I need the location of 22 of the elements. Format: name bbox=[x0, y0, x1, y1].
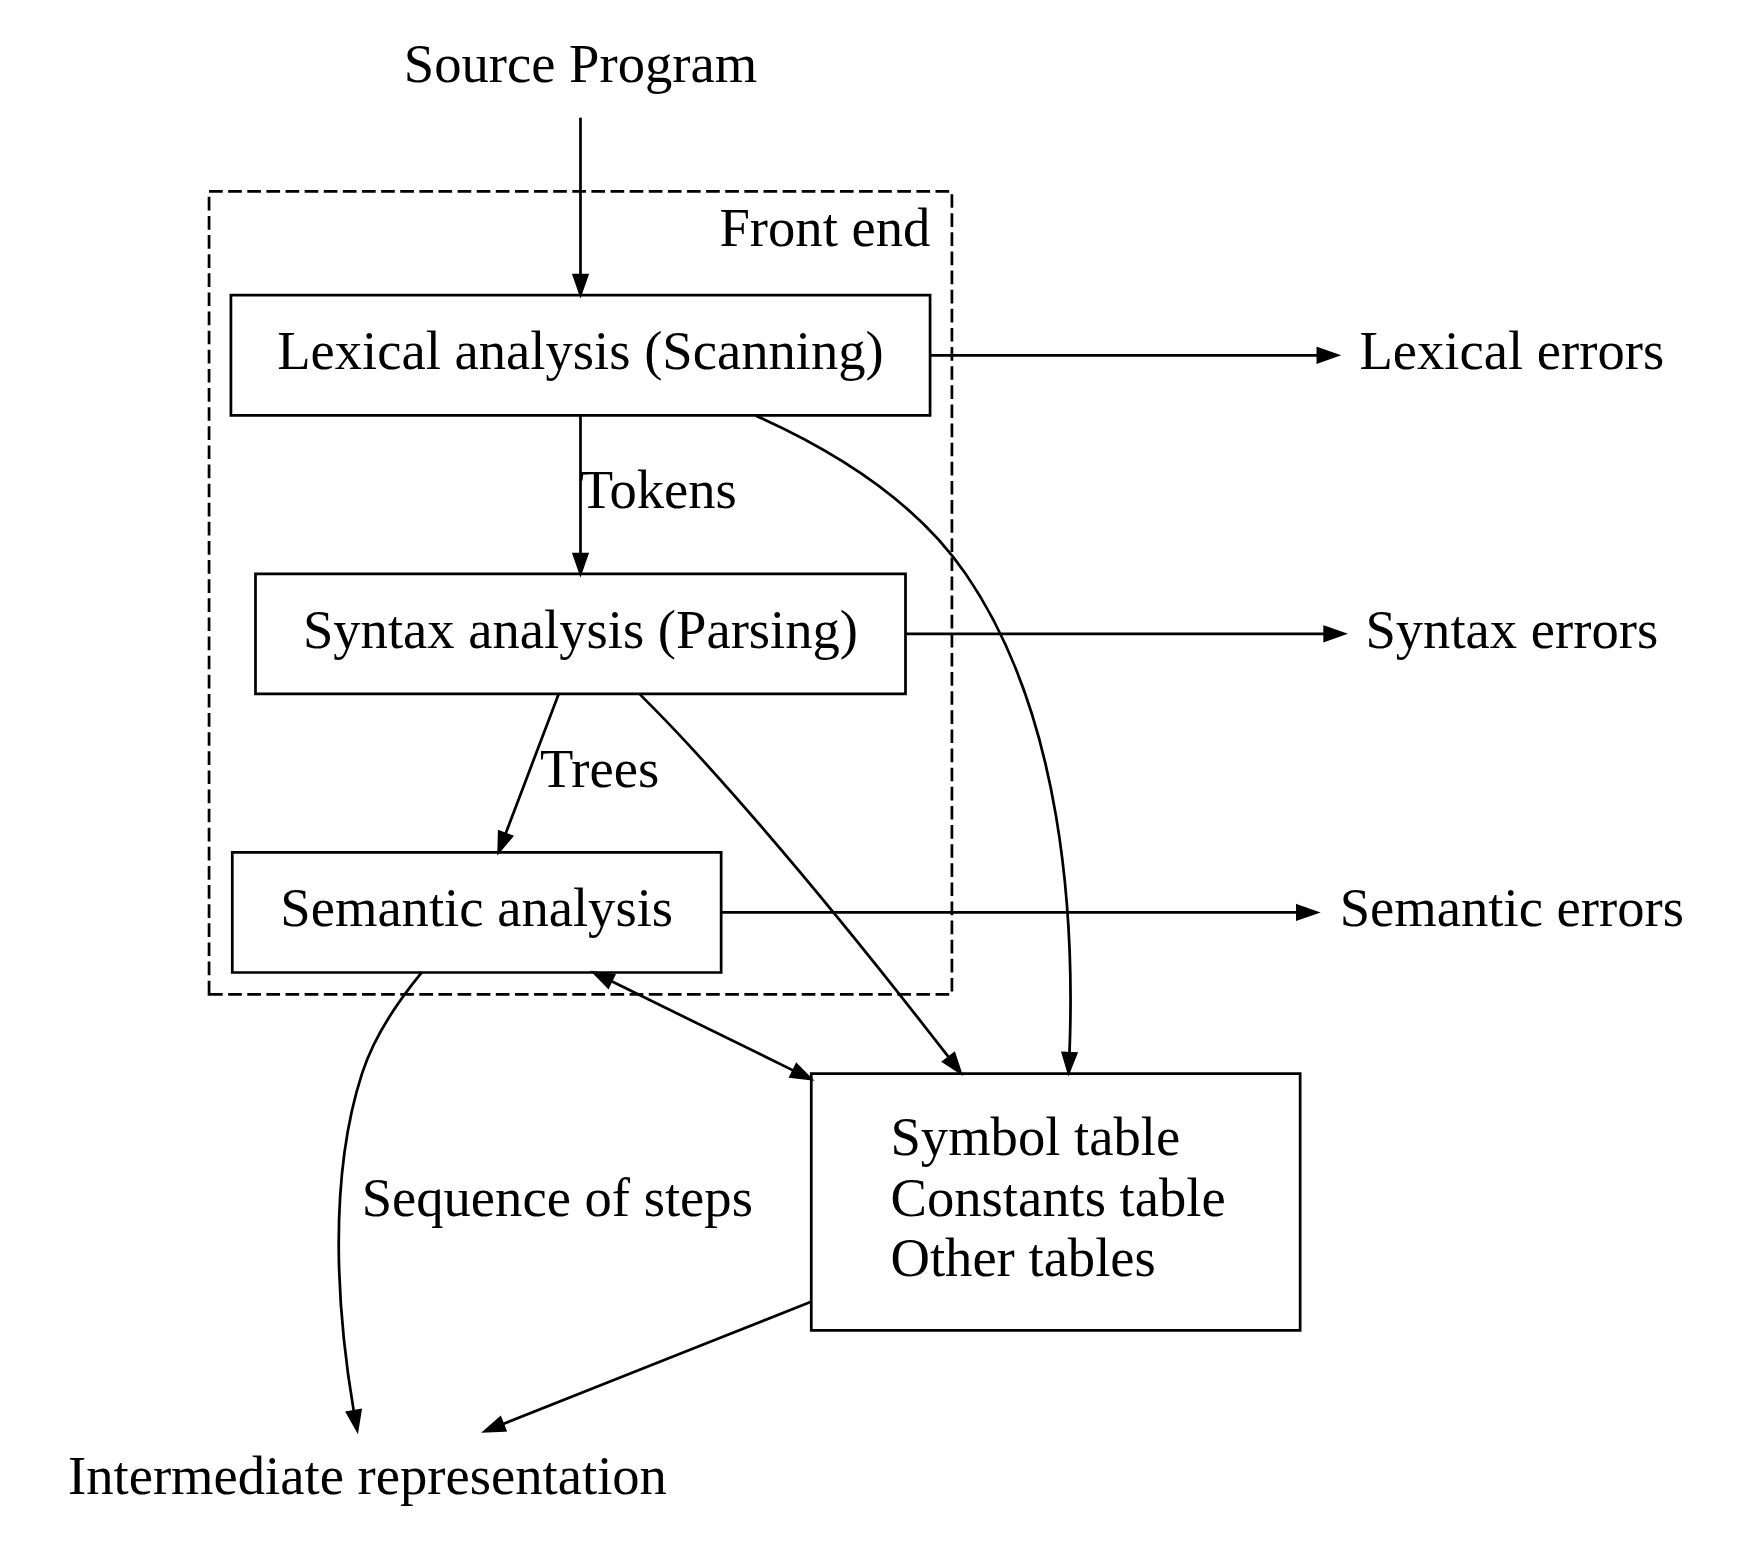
arrow bbox=[571, 117, 590, 299]
arrow bbox=[497, 694, 560, 856]
arrow bbox=[481, 1300, 812, 1433]
arrow bbox=[571, 415, 590, 578]
arrow bbox=[906, 625, 1348, 643]
edge-label: Sequence of steps bbox=[361, 1166, 753, 1228]
node-box: Syntax analysis (Parsing) bbox=[254, 572, 907, 696]
node-text: Lexical errors bbox=[1359, 319, 1665, 381]
arrow bbox=[590, 970, 815, 1081]
edge-label: Trees bbox=[539, 737, 660, 799]
node-text: Source Program bbox=[403, 33, 758, 95]
arrow bbox=[639, 693, 964, 1076]
arrow bbox=[755, 414, 1079, 1077]
arrow bbox=[337, 971, 423, 1435]
node-text: Semantic errors bbox=[1339, 877, 1684, 939]
node-box: Symbol table Constants table Other tables bbox=[809, 1072, 1302, 1332]
node-box: Semantic analysis bbox=[230, 850, 723, 974]
node-text: Intermediate representation bbox=[68, 1445, 667, 1507]
node-text: Syntax errors bbox=[1365, 598, 1659, 660]
node-box: Lexical analysis (Scanning) bbox=[229, 293, 932, 417]
arrow bbox=[930, 346, 1342, 364]
arrow bbox=[721, 903, 1321, 922]
